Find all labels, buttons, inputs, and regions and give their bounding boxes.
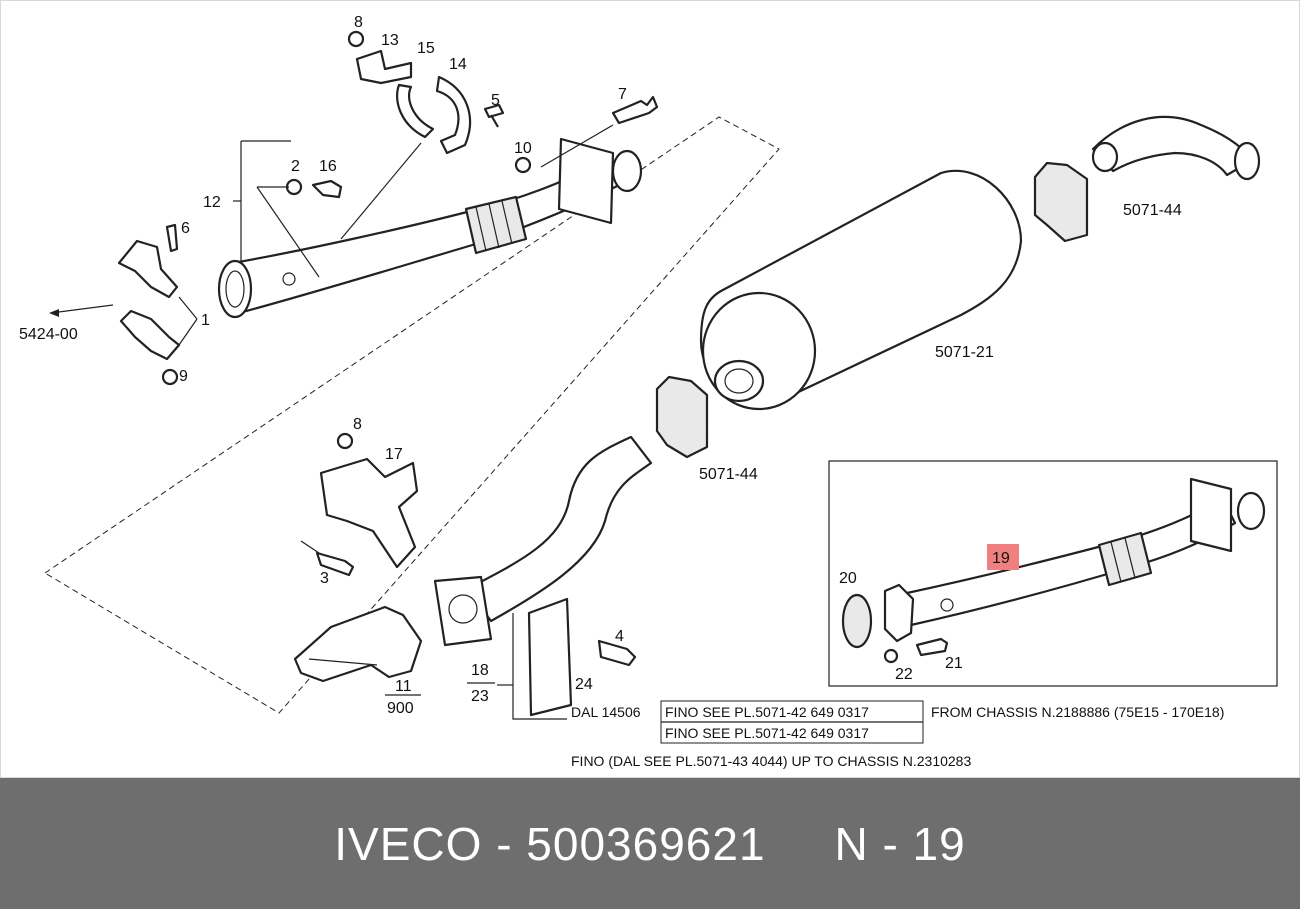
leader-lines <box>49 124 924 744</box>
bolt-3 <box>315 551 355 577</box>
bolt-6 <box>165 223 179 253</box>
rubber-mount-upper <box>1033 161 1089 243</box>
clamp-half-15 <box>395 83 435 139</box>
note-from-chassis: FROM CHASSIS N.2188886 (75E15 - 170E18) <box>931 704 1224 720</box>
label-5071-44-lower: 5071-44 <box>699 466 758 483</box>
flange-inset <box>883 583 915 643</box>
label-20: 20 <box>839 570 857 587</box>
inset-frame <box>828 460 1278 687</box>
label-8b: 8 <box>353 416 362 433</box>
exploded-view-drawing: 8 13 15 14 5 7 2 16 10 12 6 1 9 5424-00 … <box>19 14 1278 769</box>
label-19: 19 <box>992 550 1010 567</box>
bolt-4 <box>597 639 637 667</box>
label-2: 2 <box>291 158 300 175</box>
nut-8b <box>336 432 354 450</box>
label-18: 18 <box>471 662 489 679</box>
label-24: 24 <box>575 676 593 693</box>
nut-8a <box>347 30 365 48</box>
label-21: 21 <box>945 655 963 672</box>
note-dal: DAL 14506 <box>571 704 641 720</box>
clamp-half-14 <box>435 75 472 155</box>
label-5071-44-upper: 5071-44 <box>1123 202 1182 219</box>
label-22: 22 <box>895 666 913 683</box>
label-9: 9 <box>179 368 188 385</box>
label-5071-21: 5071-21 <box>935 344 994 361</box>
label-23: 23 <box>471 688 489 705</box>
label-11: 11 <box>395 678 412 695</box>
muffler <box>699 169 1023 411</box>
nut-10 <box>514 156 532 174</box>
applicability-notes: DAL 14506 FINO SEE PL.5071-42 649 0317 F… <box>571 704 1224 769</box>
label-17: 17 <box>385 446 403 463</box>
bolt-7 <box>611 95 659 125</box>
dashed-outline <box>44 116 780 714</box>
label-7: 7 <box>618 86 627 103</box>
label-900: 900 <box>387 700 414 717</box>
rubber-mount-lower <box>655 375 709 459</box>
label-4: 4 <box>615 628 624 645</box>
label-6: 6 <box>181 220 190 237</box>
note-fino-2: FINO SEE PL.5071-42 649 0317 <box>665 725 869 741</box>
tail-pipe-outlet <box>1233 141 1261 181</box>
label-1: 1 <box>201 312 210 329</box>
label-15: 15 <box>417 40 435 57</box>
callout-labels: 8 13 15 14 5 7 2 16 10 12 6 1 9 5424-00 … <box>19 14 1182 717</box>
note-fino-1: FINO SEE PL.5071-42 649 0317 <box>665 704 869 720</box>
label-16: 16 <box>319 158 337 175</box>
footer-banner: IVECO - 500369621 N - 19 <box>0 778 1300 909</box>
washer-2 <box>285 178 303 196</box>
bracket-13 <box>355 49 413 85</box>
parts-diagram: 8 13 15 14 5 7 2 16 10 12 6 1 9 5424-00 … <box>0 0 1300 778</box>
highlight-19 <box>987 544 1019 570</box>
washer-22 <box>883 648 899 664</box>
intermediate-pipe <box>465 435 653 623</box>
bracket-24 <box>527 597 573 717</box>
bracket-lower-1 <box>119 309 181 361</box>
label-3: 3 <box>320 570 329 587</box>
bolt-16 <box>311 179 343 199</box>
inset-pipe-19 <box>905 477 1266 627</box>
hanger-11 <box>293 605 423 683</box>
label-10: 10 <box>514 140 532 157</box>
label-13: 13 <box>381 32 399 49</box>
nut-9 <box>161 368 179 386</box>
note-fino-dal: FINO (DAL SEE PL.5071-43 4044) UP TO CHA… <box>571 753 971 769</box>
intermediate-flange <box>433 575 493 647</box>
gasket-20 <box>841 593 873 649</box>
label-12: 12 <box>203 194 221 211</box>
bolt-5 <box>483 103 505 128</box>
label-8a: 8 <box>354 14 363 31</box>
part-number-caption: IVECO - 500369621 N - 19 <box>334 817 966 870</box>
front-exhaust-pipe <box>217 137 643 319</box>
bracket-upper-1 <box>117 239 179 299</box>
bolt-21 <box>915 637 949 657</box>
bracket-17 <box>319 457 419 569</box>
tail-pipe <box>1091 115 1253 177</box>
label-5424-00: 5424-00 <box>19 326 78 343</box>
label-14: 14 <box>449 56 467 73</box>
label-5: 5 <box>491 92 500 109</box>
tail-pipe-inlet <box>1091 141 1119 173</box>
